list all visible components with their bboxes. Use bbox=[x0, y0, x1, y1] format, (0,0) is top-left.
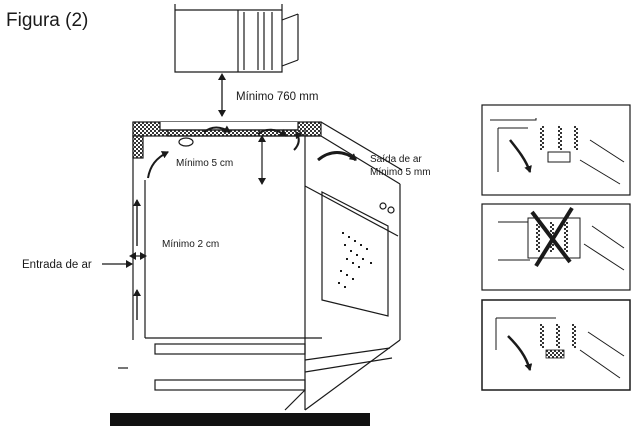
air-exit-arrow bbox=[317, 151, 357, 162]
oven-front bbox=[284, 121, 403, 411]
inset-airflow-arrow bbox=[507, 335, 533, 371]
label-entrada-ar: Entrada de ar bbox=[22, 259, 92, 271]
hood-cabinet bbox=[174, 4, 299, 73]
figure-title: Figura (2) bbox=[6, 10, 88, 31]
cross-mark-stroke bbox=[530, 210, 572, 264]
airflow-arrow-up bbox=[293, 131, 303, 151]
inset-correct-2 bbox=[481, 299, 631, 391]
burner-icon bbox=[178, 137, 194, 147]
inset-correct-1 bbox=[481, 104, 631, 196]
airflow-arrow-left bbox=[147, 151, 169, 179]
label-min-760: Mínimo 760 mm bbox=[236, 91, 318, 103]
label-min-5cm: Mínimo 5 cm bbox=[176, 158, 233, 169]
inset-incorrect bbox=[481, 203, 631, 291]
label-saida-line2: Mínimo 5 mm bbox=[370, 167, 431, 178]
label-saida-line1: Saída de ar bbox=[370, 154, 422, 165]
inset-airflow-arrow bbox=[509, 139, 532, 173]
floor-base bbox=[110, 413, 370, 426]
airflow-arrow-top bbox=[203, 125, 231, 133]
oven-window-texture bbox=[338, 232, 372, 288]
airflow-arrow-right bbox=[257, 128, 287, 137]
label-min-2cm: Mínimo 2 cm bbox=[162, 239, 219, 250]
cross-mark-stroke bbox=[534, 206, 574, 268]
